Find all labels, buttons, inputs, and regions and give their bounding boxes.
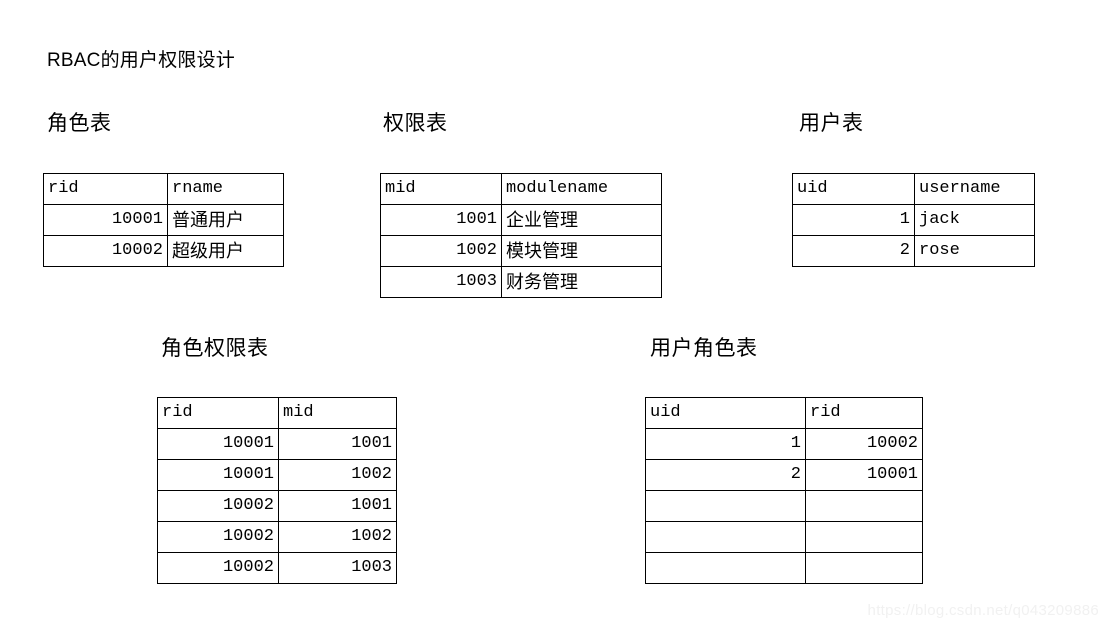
table-row bbox=[645, 490, 923, 522]
cell-uid: 2 bbox=[645, 459, 806, 491]
cell-mid: 1003 bbox=[278, 552, 397, 584]
table-row: 10002 1001 bbox=[157, 490, 397, 522]
cell-modulename: 企业管理 bbox=[501, 204, 662, 236]
watermark: https://blog.csdn.net/q043209886 bbox=[867, 602, 1099, 619]
table-row: 1001 企业管理 bbox=[380, 204, 662, 236]
table-row: 10001 1002 bbox=[157, 459, 397, 491]
cell-rid bbox=[805, 521, 923, 553]
cell-uid bbox=[645, 521, 806, 553]
page-title: RBAC的用户权限设计 bbox=[47, 50, 235, 71]
cell-rid: 10001 bbox=[43, 204, 168, 236]
cell-rname: 普通用户 bbox=[167, 204, 284, 236]
cell-rname: 超级用户 bbox=[167, 235, 284, 267]
cell-mid: 1001 bbox=[278, 428, 397, 460]
cell-uid bbox=[645, 490, 806, 522]
role-table-label: 角色表 bbox=[47, 112, 112, 135]
table-header-row: uid rid bbox=[645, 397, 923, 429]
column-header-username: username bbox=[914, 173, 1035, 205]
role-table: rid rname 10001 普通用户 10002 超级用户 bbox=[43, 173, 284, 267]
cell-rid: 10002 bbox=[805, 428, 923, 460]
permission-table-label: 权限表 bbox=[383, 112, 448, 135]
column-header-rid: rid bbox=[157, 397, 279, 429]
table-row: 1002 模块管理 bbox=[380, 235, 662, 267]
cell-mid: 1002 bbox=[380, 235, 502, 267]
table-row: 2 10001 bbox=[645, 459, 923, 491]
table-row: 1003 财务管理 bbox=[380, 266, 662, 298]
cell-uid bbox=[645, 552, 806, 584]
user-role-table-label: 用户角色表 bbox=[650, 337, 758, 360]
role-permission-table: rid mid 10001 1001 10001 1002 10002 1001… bbox=[157, 397, 397, 584]
table-row: 10001 1001 bbox=[157, 428, 397, 460]
table-row: 1 10002 bbox=[645, 428, 923, 460]
cell-mid: 1003 bbox=[380, 266, 502, 298]
cell-uid: 1 bbox=[792, 204, 915, 236]
user-table: uid username 1 jack 2 rose bbox=[792, 173, 1035, 267]
cell-rid: 10001 bbox=[805, 459, 923, 491]
table-row: 10002 超级用户 bbox=[43, 235, 284, 267]
table-header-row: rid rname bbox=[43, 173, 284, 205]
role-permission-table-label: 角色权限表 bbox=[161, 337, 269, 360]
column-header-mid: mid bbox=[380, 173, 502, 205]
table-header-row: rid mid bbox=[157, 397, 397, 429]
table-row: 1 jack bbox=[792, 204, 1035, 236]
cell-mid: 1001 bbox=[278, 490, 397, 522]
cell-rid: 10002 bbox=[157, 490, 279, 522]
cell-rid: 10001 bbox=[157, 428, 279, 460]
table-row bbox=[645, 552, 923, 584]
cell-mid: 1001 bbox=[380, 204, 502, 236]
cell-modulename: 财务管理 bbox=[501, 266, 662, 298]
cell-rid bbox=[805, 490, 923, 522]
cell-rid: 10002 bbox=[157, 552, 279, 584]
table-row: 10002 1002 bbox=[157, 521, 397, 553]
cell-uid: 1 bbox=[645, 428, 806, 460]
column-header-rid: rid bbox=[805, 397, 923, 429]
cell-rid: 10002 bbox=[43, 235, 168, 267]
cell-rid bbox=[805, 552, 923, 584]
table-row bbox=[645, 521, 923, 553]
permission-table: mid modulename 1001 企业管理 1002 模块管理 1003 … bbox=[380, 173, 662, 298]
column-header-uid: uid bbox=[645, 397, 806, 429]
column-header-rname: rname bbox=[167, 173, 284, 205]
cell-username: rose bbox=[914, 235, 1035, 267]
user-table-label: 用户表 bbox=[799, 112, 864, 135]
column-header-modulename: modulename bbox=[501, 173, 662, 205]
cell-mid: 1002 bbox=[278, 459, 397, 491]
cell-rid: 10002 bbox=[157, 521, 279, 553]
cell-mid: 1002 bbox=[278, 521, 397, 553]
cell-uid: 2 bbox=[792, 235, 915, 267]
table-row: 10001 普通用户 bbox=[43, 204, 284, 236]
table-row: 2 rose bbox=[792, 235, 1035, 267]
user-role-table: uid rid 1 10002 2 10001 bbox=[645, 397, 923, 584]
column-header-mid: mid bbox=[278, 397, 397, 429]
cell-modulename: 模块管理 bbox=[501, 235, 662, 267]
column-header-uid: uid bbox=[792, 173, 915, 205]
table-header-row: mid modulename bbox=[380, 173, 662, 205]
cell-username: jack bbox=[914, 204, 1035, 236]
column-header-rid: rid bbox=[43, 173, 168, 205]
cell-rid: 10001 bbox=[157, 459, 279, 491]
table-header-row: uid username bbox=[792, 173, 1035, 205]
table-row: 10002 1003 bbox=[157, 552, 397, 584]
